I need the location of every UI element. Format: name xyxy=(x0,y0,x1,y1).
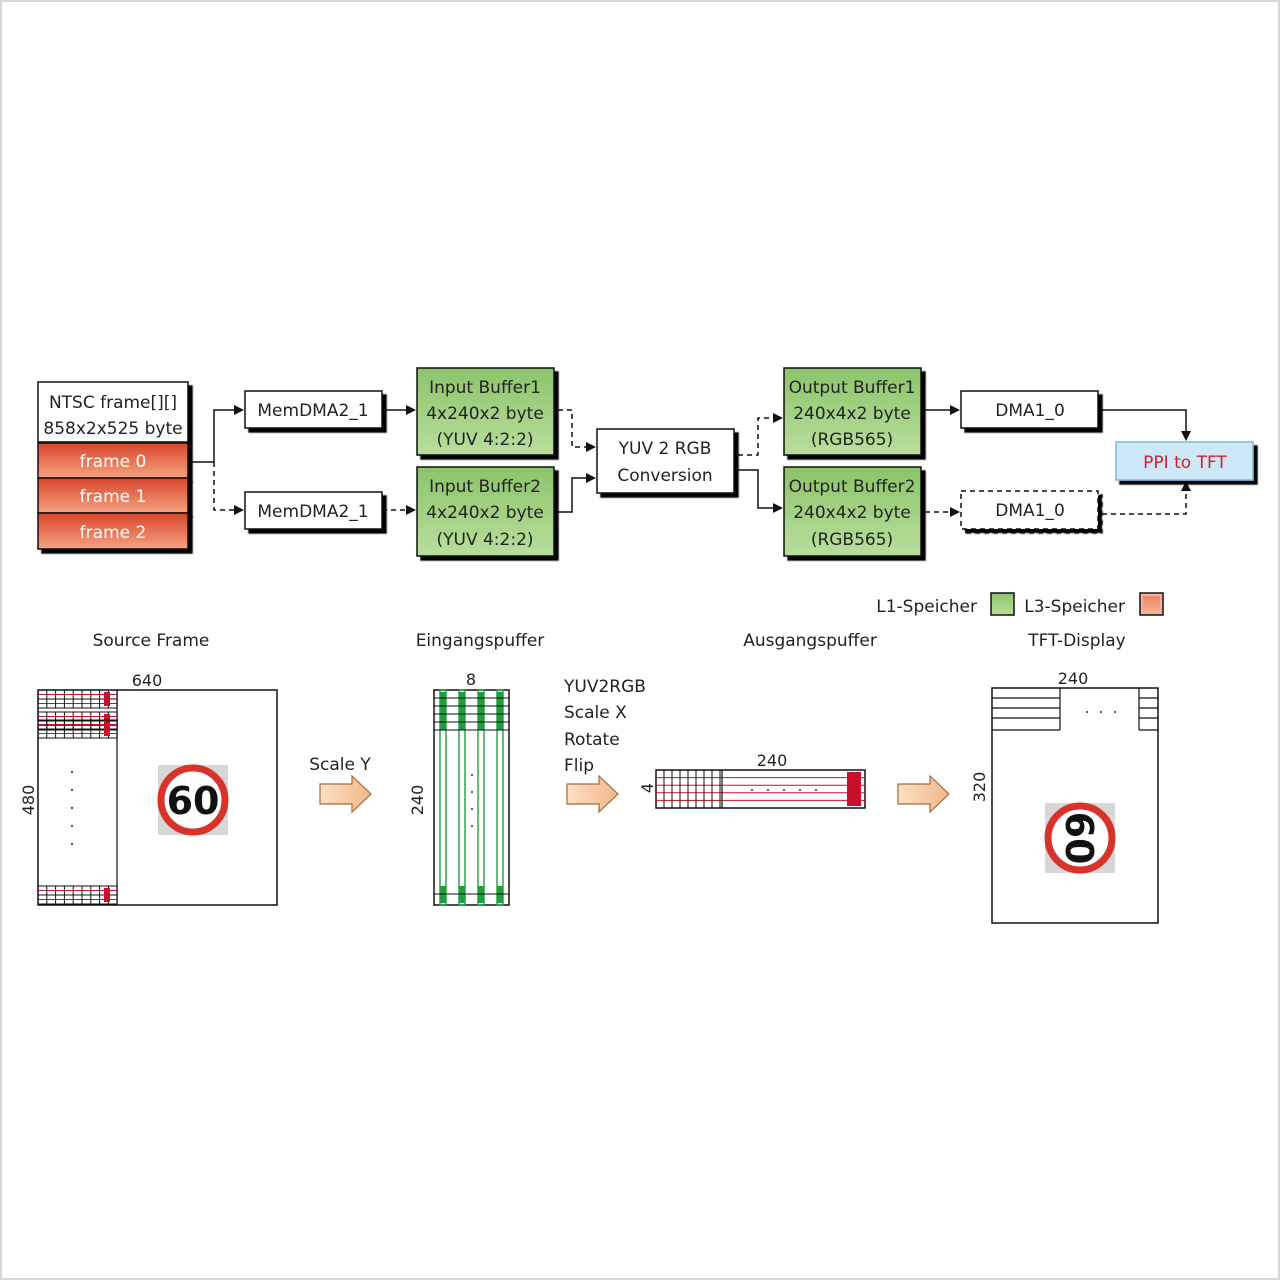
input-stage-title: Eingangspuffer xyxy=(416,631,545,651)
memdma-top-label: MemDMA2_1 xyxy=(257,401,368,421)
ntsc-size: 858x2x525 byte xyxy=(43,419,182,439)
input-column xyxy=(439,689,447,906)
to-tft-arrow xyxy=(897,774,950,814)
frame-2-cell xyxy=(37,512,189,550)
input-buffer-grid xyxy=(434,689,509,906)
ntsc-title: NTSC frame[][] xyxy=(49,393,177,413)
input-top-block xyxy=(478,692,484,730)
ntsc-connectors xyxy=(188,405,244,515)
output-height-label: 4 xyxy=(638,783,657,793)
input-height-label: 240 xyxy=(408,785,427,816)
input-buffer-2-size: 4x240x2 byte xyxy=(426,503,544,523)
output-buffer-1-size: 240x4x2 byte xyxy=(793,404,911,424)
frame-0-label: frame 0 xyxy=(80,452,147,472)
output-buffer-2-format: (RGB565) xyxy=(811,530,893,550)
input-buffer-1-title: Input Buffer1 xyxy=(429,378,541,398)
output-buffer-2: Output Buffer2 240x4x2 byte (RGB565) xyxy=(783,466,922,557)
source-height-label: 480 xyxy=(19,785,38,816)
ppi-to-tft-box: PPI to TFT xyxy=(1115,441,1254,481)
tft-line-blocks xyxy=(992,688,1158,731)
source-grid-top xyxy=(37,689,118,739)
tft-display-diagram: 240 320 60 xyxy=(970,669,1159,924)
dma-to-ppi-arrows xyxy=(1102,409,1191,515)
source-frame-diagram: 640 480 60 xyxy=(19,671,278,906)
output-buffer-grid xyxy=(656,770,865,808)
source-frame-border xyxy=(37,689,278,906)
dma-top-box: DMA1_0 xyxy=(960,390,1099,429)
legend-l1-label: L1-Speicher xyxy=(876,597,977,617)
output-buffer-1-format: (RGB565) xyxy=(811,430,893,450)
yuv2rgb-subtitle: Conversion xyxy=(617,466,712,486)
input-column xyxy=(496,689,504,906)
dma-bottom-label: DMA1_0 xyxy=(995,501,1065,521)
speed-sign-60-rotated: 60 xyxy=(1044,802,1116,874)
memory-legend: L1-Speicher L3-Speicher xyxy=(876,592,1164,617)
source-grid-bottom xyxy=(37,885,118,905)
output-buffer-2-size: 240x4x2 byte xyxy=(793,503,911,523)
frame-2-label: frame 2 xyxy=(80,523,147,543)
grid-marker xyxy=(104,714,110,728)
input-buffer-2: Input Buffer2 4x240x2 byte (YUV 4:2:2) xyxy=(416,466,555,557)
convert-arrow xyxy=(566,774,619,814)
grid-marker xyxy=(104,692,110,706)
speed-sign-rotated-value: 60 xyxy=(1057,812,1101,865)
frame-1-label: frame 1 xyxy=(80,487,147,507)
operations-list: YUV2RGB Scale X Rotate Flip xyxy=(563,677,646,776)
op-yuv2rgb: YUV2RGB xyxy=(563,677,646,697)
input-top-block xyxy=(459,692,465,730)
output-marker xyxy=(847,772,861,806)
input-buffer-diagram: 8 240 xyxy=(408,670,510,906)
grid-marker xyxy=(104,722,110,736)
legend-l1-swatch xyxy=(990,592,1015,616)
input-top-block xyxy=(497,692,503,730)
yuv2rgb-box: YUV 2 RGB Conversion xyxy=(596,428,735,494)
source-ellipsis xyxy=(70,770,74,846)
input-width-label: 8 xyxy=(466,670,476,689)
memdma-bottom-box: MemDMA2_1 xyxy=(244,491,383,530)
tft-height-label: 320 xyxy=(970,772,989,803)
output-buffer-1-title: Output Buffer1 xyxy=(789,378,916,398)
output-width-label: 240 xyxy=(757,751,788,770)
output-buffer-1: Output Buffer1 240x4x2 byte (RGB565) xyxy=(783,367,922,456)
input-buffer-1-format: (YUV 4:2:2) xyxy=(436,430,533,450)
memdma-top-box: MemDMA2_1 xyxy=(244,390,383,429)
input-buffer-1: Input Buffer1 4x240x2 byte (YUV 4:2:2) xyxy=(416,367,555,456)
source-width-label: 640 xyxy=(132,671,163,690)
op-flip: Flip xyxy=(564,756,594,776)
memdma-bottom-label: MemDMA2_1 xyxy=(257,502,368,522)
op-scale-x: Scale X xyxy=(564,703,627,723)
input-to-yuv-arrows xyxy=(558,409,596,513)
legend-l3-label: L3-Speicher xyxy=(1024,597,1125,617)
dma-top-label: DMA1_0 xyxy=(995,401,1065,421)
speed-sign-value: 60 xyxy=(167,779,220,823)
output-buffer-diagram: 240 4 xyxy=(638,751,866,809)
tft-width-label: 240 xyxy=(1058,669,1089,688)
output-stage-title: Ausgangspuffer xyxy=(743,631,877,651)
output-buffer-2-title: Output Buffer2 xyxy=(789,477,916,497)
source-frame-title: Source Frame xyxy=(93,631,210,651)
input-buffer-1-size: 4x240x2 byte xyxy=(426,404,544,424)
output-buffer-border xyxy=(655,769,866,809)
input-column xyxy=(477,689,485,906)
memdma-to-input-arrows xyxy=(382,405,416,515)
ntsc-frame-block: NTSC frame[][] 858x2x525 byte frame 0 fr… xyxy=(37,381,189,550)
ppi-label: PPI to TFT xyxy=(1143,453,1227,473)
grid-marker xyxy=(104,888,110,902)
speed-sign-60: 60 xyxy=(157,764,229,836)
scale-y-arrow xyxy=(319,774,372,814)
tft-stage-title: TFT-Display xyxy=(1027,631,1125,651)
output-to-dma-arrows xyxy=(925,405,960,517)
dma-bottom-box: DMA1_0 xyxy=(960,490,1099,530)
yuv-to-output-arrows xyxy=(738,413,783,513)
input-buffer-2-format: (YUV 4:2:2) xyxy=(436,530,533,550)
yuv2rgb-title: YUV 2 RGB xyxy=(618,439,712,459)
op-rotate: Rotate xyxy=(564,730,620,750)
input-column xyxy=(458,689,466,906)
frame-0-cell xyxy=(37,442,189,479)
input-buffer-2-title: Input Buffer2 xyxy=(429,477,541,497)
input-top-block xyxy=(440,692,446,730)
scale-y-label: Scale Y xyxy=(309,755,371,775)
